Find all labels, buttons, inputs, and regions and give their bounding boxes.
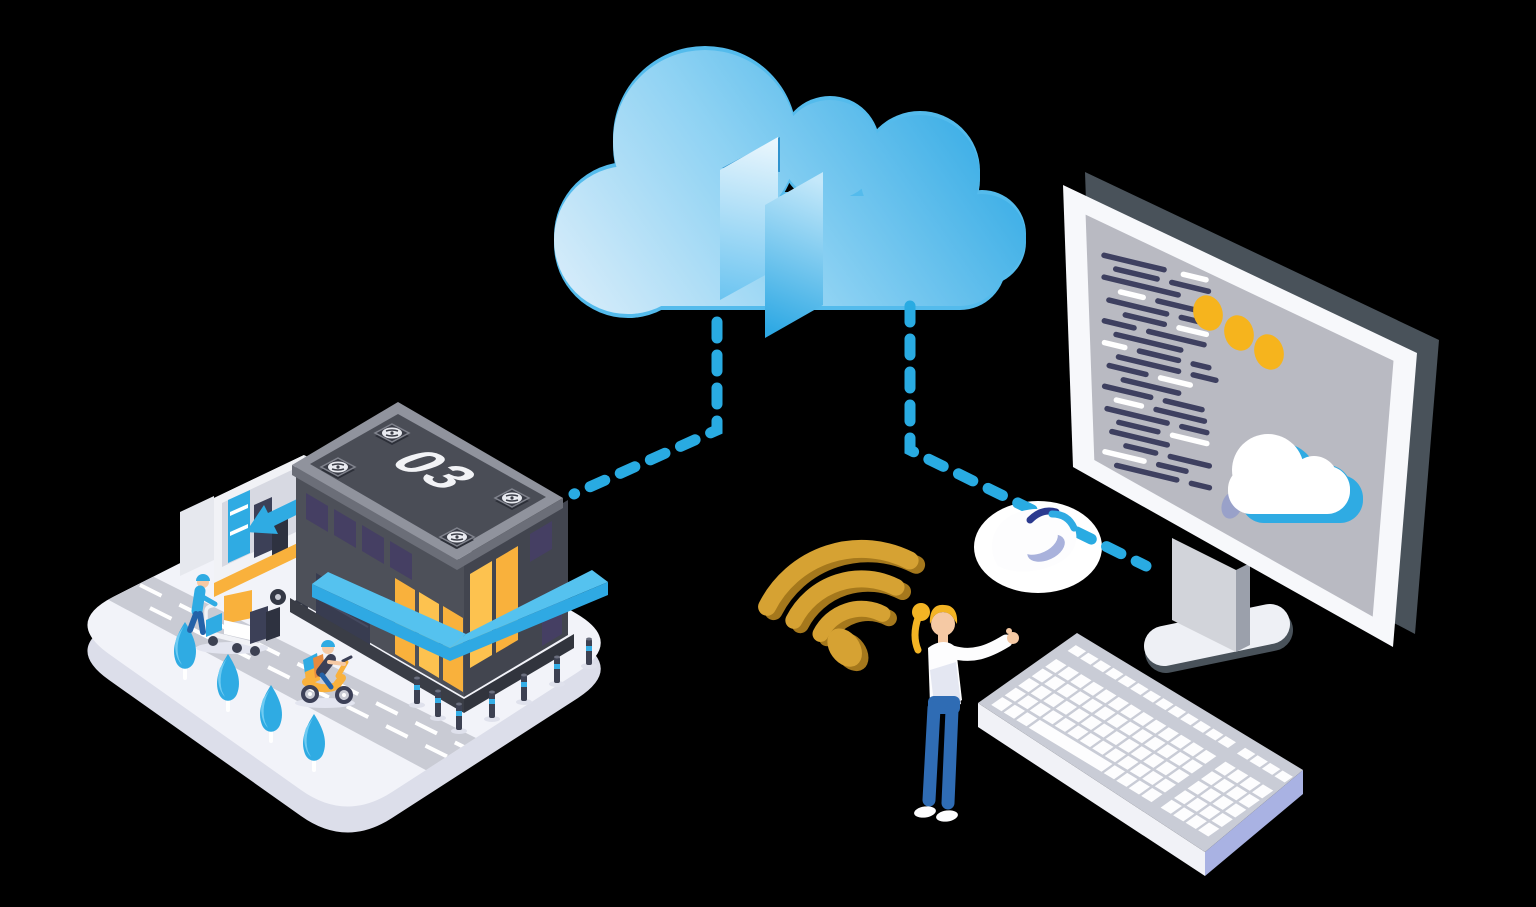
connection-dash-building xyxy=(568,316,723,500)
keyboard-keys xyxy=(991,645,1293,837)
monitor-stand xyxy=(1144,538,1293,673)
keyboard xyxy=(978,633,1303,876)
delivery-scooter xyxy=(295,640,355,708)
scooter-rider xyxy=(313,640,346,690)
connections xyxy=(568,300,1152,572)
warehouse-building: 03 xyxy=(290,402,608,713)
person-arm xyxy=(945,634,1013,661)
warehouse-scene: 03 xyxy=(87,402,608,833)
workstation-scene xyxy=(974,172,1439,876)
cloud-icon xyxy=(554,46,1026,338)
person xyxy=(911,603,1019,822)
status-dots xyxy=(1193,295,1284,370)
mouse xyxy=(991,507,1078,572)
roof-rim-side xyxy=(292,465,563,570)
desktop-monitor xyxy=(1063,172,1439,647)
portal-door-icon xyxy=(720,137,823,338)
awning xyxy=(312,570,608,661)
roof-top xyxy=(310,414,546,549)
warehouse-worker xyxy=(187,574,280,656)
upper-windows xyxy=(306,493,412,580)
connection-dash-computer xyxy=(904,300,1152,572)
code-lines xyxy=(1101,252,1219,491)
screen-cloud-icon xyxy=(1221,434,1363,523)
building-plinth xyxy=(290,598,464,713)
wifi-icon xyxy=(758,539,926,672)
